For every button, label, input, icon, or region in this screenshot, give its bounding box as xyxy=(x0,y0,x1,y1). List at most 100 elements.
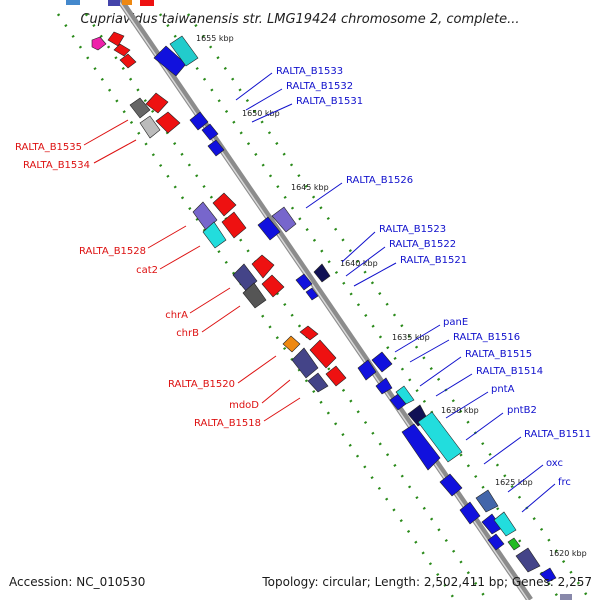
gene-label[interactable]: RALTA_B1535 xyxy=(15,142,82,153)
gene-label[interactable]: RALTA_B1532 xyxy=(286,81,353,92)
accession-text: Accession: NC_010530 xyxy=(9,575,145,589)
gene-feature[interactable] xyxy=(295,273,313,291)
gene-feature[interactable] xyxy=(282,335,301,353)
callout-line xyxy=(245,88,283,111)
gene-label[interactable]: RALTA_B1522 xyxy=(389,239,456,250)
gene-feature[interactable] xyxy=(139,115,161,139)
gene-label[interactable]: RALTA_B1526 xyxy=(346,175,413,186)
gene-label[interactable]: pntB2 xyxy=(507,405,537,416)
gene-feature[interactable] xyxy=(395,385,415,405)
gene-label[interactable]: cat2 xyxy=(136,265,158,276)
gene-label[interactable]: pntA xyxy=(491,384,515,395)
callout-line xyxy=(159,245,201,270)
tick-label: 1635 kbp xyxy=(392,333,430,342)
gene-label[interactable]: panE xyxy=(443,317,468,328)
gene-feature[interactable] xyxy=(487,533,505,551)
gene-feature[interactable] xyxy=(459,501,481,525)
gene-label[interactable]: oxc xyxy=(546,458,563,469)
gene-feature[interactable] xyxy=(129,97,151,119)
gene-feature[interactable] xyxy=(251,254,275,279)
gene-label[interactable]: chrB xyxy=(176,328,199,339)
gene-feature[interactable] xyxy=(221,211,247,239)
gene-feature[interactable] xyxy=(307,372,329,393)
gene-feature[interactable] xyxy=(305,287,319,301)
callout-line xyxy=(435,373,473,397)
gene-feature[interactable] xyxy=(91,36,107,51)
callout-line xyxy=(201,305,241,333)
gene-feature[interactable] xyxy=(122,0,132,5)
gene-feature[interactable] xyxy=(66,0,80,5)
gene-feature[interactable] xyxy=(261,274,285,298)
gene-feature[interactable] xyxy=(493,511,517,537)
callout-line xyxy=(189,287,231,314)
reverse-outer-guide xyxy=(56,13,457,600)
gene-feature[interactable] xyxy=(119,53,137,69)
gene-feature[interactable] xyxy=(560,594,572,600)
tick-label: 1655 kbp xyxy=(196,34,234,43)
gene-feature[interactable] xyxy=(207,139,225,157)
gene-feature[interactable] xyxy=(108,0,120,6)
gene-feature[interactable] xyxy=(401,423,441,471)
reverse-callouts xyxy=(83,119,301,422)
tick-label: 1650 kbp xyxy=(242,109,280,118)
gene-label[interactable]: RALTA_B1518 xyxy=(194,418,261,429)
gene-label[interactable]: RALTA_B1534 xyxy=(23,160,90,171)
gene-label[interactable]: RALTA_B1521 xyxy=(400,255,467,266)
gene-feature[interactable] xyxy=(515,547,541,573)
gene-feature[interactable] xyxy=(169,35,199,67)
gene-feature[interactable] xyxy=(299,325,319,341)
gene-feature[interactable] xyxy=(507,537,521,551)
gene-feature[interactable] xyxy=(357,359,377,381)
gene-label[interactable]: RALTA_B1514 xyxy=(476,366,543,377)
gene-feature[interactable] xyxy=(189,111,209,131)
callout-line xyxy=(521,483,556,513)
topology-text: Topology: circular; Length: 2,502,411 bp… xyxy=(261,575,592,589)
callout-line xyxy=(419,356,462,387)
callout-line xyxy=(409,339,450,363)
tick-label: 1640 kbp xyxy=(340,259,378,268)
gene-label[interactable]: RALTA_B1515 xyxy=(465,349,532,360)
gene-feature[interactable] xyxy=(539,567,557,583)
gene-feature[interactable] xyxy=(155,111,181,134)
gene-feature[interactable] xyxy=(192,201,218,231)
gene-feature[interactable] xyxy=(212,192,237,217)
callout-line xyxy=(147,225,187,249)
gene-feature[interactable] xyxy=(417,411,463,463)
gene-feature[interactable] xyxy=(242,282,267,309)
forward-outer-guide xyxy=(186,13,592,600)
gene-feature[interactable] xyxy=(309,339,337,369)
gene-feature[interactable] xyxy=(232,263,258,292)
gene-feature[interactable] xyxy=(257,216,281,241)
gene-label[interactable]: chrA xyxy=(165,310,188,321)
gene-feature[interactable] xyxy=(325,365,347,387)
gene-feature[interactable] xyxy=(475,489,499,513)
gene-feature[interactable] xyxy=(375,377,393,395)
gene-feature[interactable] xyxy=(201,123,219,141)
gene-label[interactable]: mdoD xyxy=(229,400,259,411)
gene-label[interactable]: RALTA_B1523 xyxy=(379,224,446,235)
gene-label[interactable]: RALTA_B1528 xyxy=(79,246,146,257)
gene-feature[interactable] xyxy=(271,206,297,233)
track-guides xyxy=(56,13,592,600)
gene-feature[interactable] xyxy=(140,0,154,6)
reverse-gene-labels: RALTA_B1535 RALTA_B1534 RALTA_B1528 cat2… xyxy=(15,142,261,429)
gene-label[interactable]: RALTA_B1516 xyxy=(453,332,520,343)
gene-feature[interactable] xyxy=(291,347,319,379)
callout-line xyxy=(235,72,273,101)
gene-label[interactable]: RALTA_B1511 xyxy=(524,429,591,440)
gene-feature[interactable] xyxy=(113,43,131,57)
gene-label[interactable]: RALTA_B1520 xyxy=(168,379,235,390)
callout-line xyxy=(445,391,489,419)
gene-feature[interactable] xyxy=(145,92,169,114)
chromosome-title: Cupriavidus taiwanensis str. LMG19424 ch… xyxy=(80,12,519,27)
gene-feature[interactable] xyxy=(439,473,463,497)
gene-label[interactable]: RALTA_B1531 xyxy=(296,96,363,107)
gene-label[interactable]: RALTA_B1533 xyxy=(276,66,343,77)
callout-line xyxy=(305,182,343,209)
gene-feature[interactable] xyxy=(371,351,393,373)
gene-feature[interactable] xyxy=(313,263,331,283)
gene-feature[interactable] xyxy=(107,31,125,47)
forward-gene-labels: RALTA_B1533 RALTA_B1532 RALTA_B1531 RALT… xyxy=(276,66,591,488)
gene-label[interactable]: frc xyxy=(558,477,571,488)
gene-feature[interactable] xyxy=(202,221,227,249)
